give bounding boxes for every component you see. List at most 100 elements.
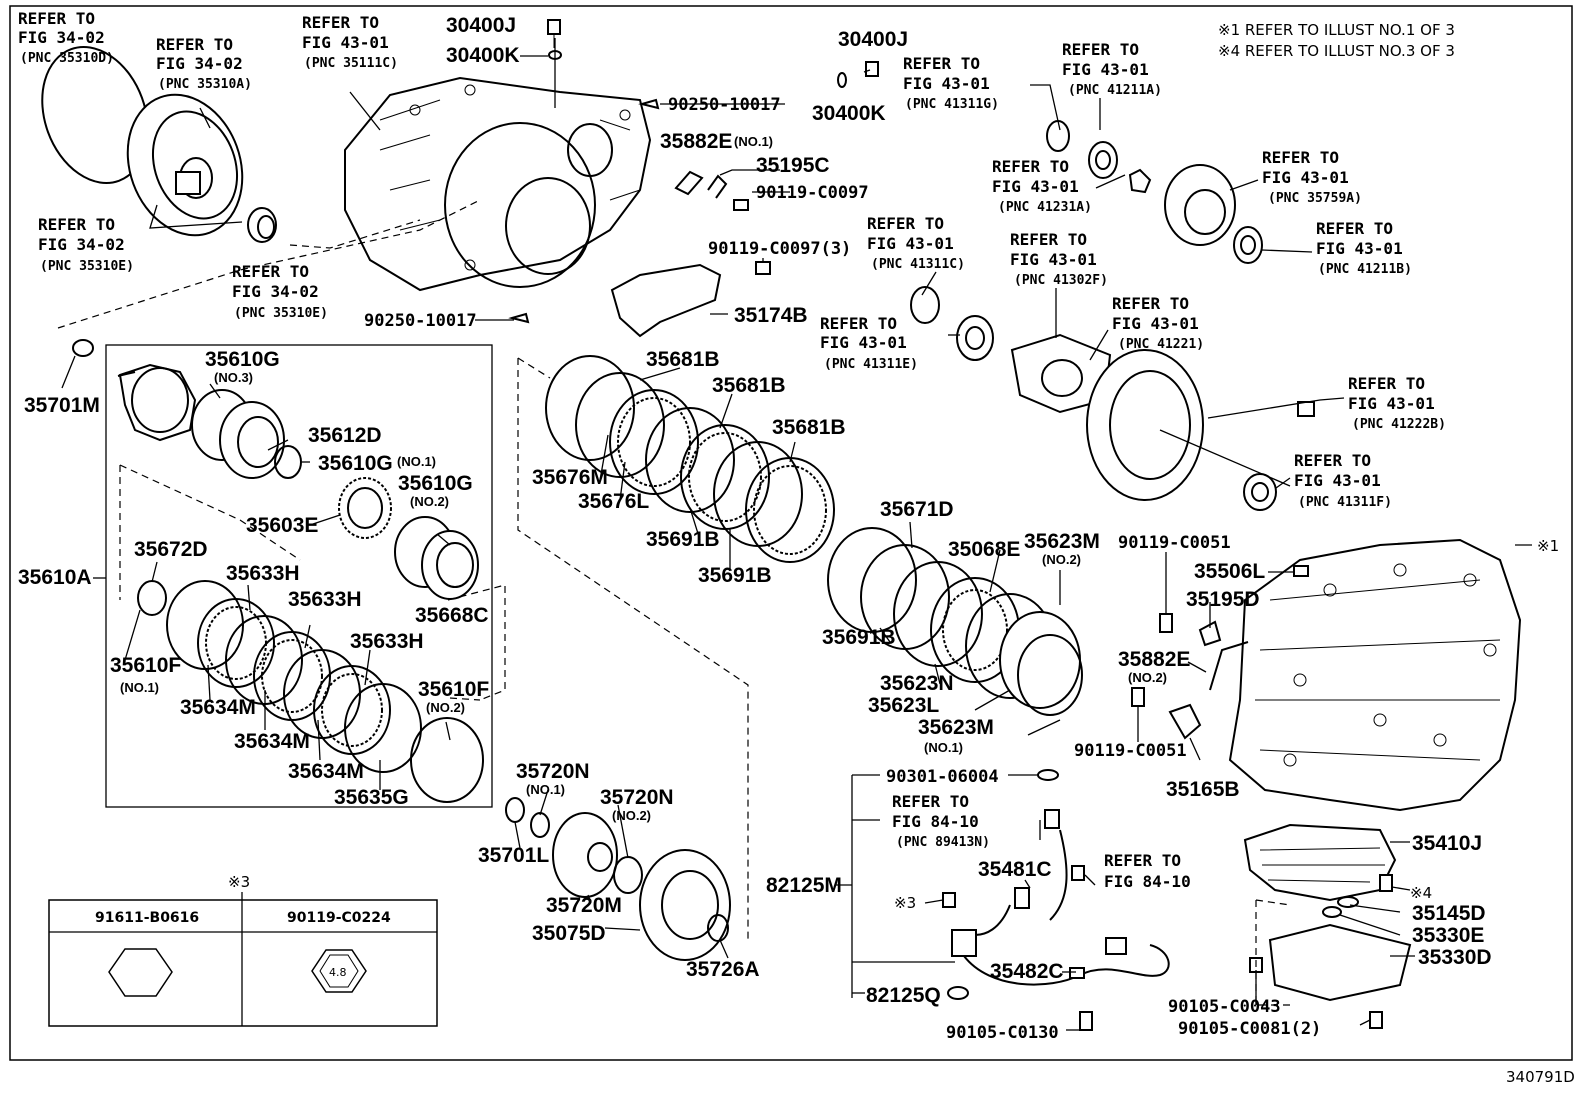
svg-text:FIG 43-01: FIG 43-01 [302, 33, 389, 52]
svg-text:REFER TO: REFER TO [156, 35, 233, 54]
label-35882E-1: 35882E [660, 130, 732, 153]
svg-text:REFER TO: REFER TO [302, 13, 379, 32]
svg-text:(PNC 41231A): (PNC 41231A) [998, 200, 1092, 215]
o-ring-large [41, 46, 149, 184]
svg-text:FIG 43-01: FIG 43-01 [1262, 168, 1349, 187]
part-labels-small: 90250-10017 90250-10017 90119-C0097 9011… [364, 95, 1321, 1043]
label-35720N-2s: (NO.2) [612, 808, 651, 823]
label-35610G-1s: (NO.1) [397, 454, 436, 469]
label-90301-06004: 90301-06004 [886, 767, 999, 787]
label-35882E-2s: (NO.2) [1128, 670, 1167, 685]
svg-text:(PNC 41211A): (PNC 41211A) [1068, 83, 1162, 98]
clutch-pack-left [137, 580, 484, 803]
label-30400J-b: 30400J [838, 28, 908, 51]
transaxle-assembly [1228, 538, 1522, 812]
label-35610G-2: 35610G [398, 472, 473, 495]
label-35726A: 35726A [686, 958, 760, 981]
svg-text:(PNC 35310D): (PNC 35310D) [20, 51, 114, 66]
wire-harness [942, 769, 1170, 1031]
label-35610G-1: 35610G [318, 452, 393, 475]
label-82125Q: 82125Q [866, 984, 941, 1007]
svg-text:REFER TO: REFER TO [1062, 40, 1139, 59]
label-35195D: 35195D [1186, 588, 1260, 611]
marker-x3: ※3 [894, 894, 916, 912]
label-35610G-2s: (NO.2) [410, 494, 449, 509]
svg-text:REFER TO: REFER TO [820, 314, 897, 333]
label-35720N-2: 35720N [600, 786, 674, 809]
thrust-washer [72, 339, 94, 357]
label-35720N-1s: (NO.1) [526, 782, 565, 797]
ref-35310A: REFER TO FIG 34-02 (PNC 35310A) [156, 35, 252, 92]
ref-35310E-a: REFER TO FIG 34-02 (PNC 35310E) [38, 215, 134, 274]
label-35623N: 35623N [880, 672, 954, 695]
leader-lines [61, 38, 1532, 1031]
svg-text:REFER TO: REFER TO [892, 792, 969, 811]
label-35676M: 35676M [532, 466, 608, 489]
svg-text:FIG 43-01: FIG 43-01 [1010, 250, 1097, 269]
label-30400K-a: 30400K [446, 44, 520, 67]
label-35610A: 35610A [18, 566, 92, 589]
label-35676L: 35676L [578, 490, 649, 513]
svg-text:FIG 34-02: FIG 34-02 [232, 282, 319, 301]
ref-41311E: REFER TO FIG 43-01 (PNC 41311E) [820, 314, 918, 372]
label-35882E-1s: (NO.1) [734, 134, 773, 149]
label-35882E-2: 35882E [1118, 648, 1190, 671]
svg-text:(PNC 89413N): (PNC 89413N) [896, 835, 990, 850]
svg-text:REFER TO: REFER TO [232, 262, 309, 281]
svg-text:FIG 34-02: FIG 34-02 [38, 235, 125, 254]
label-90119-C0051-b: 90119-C0051 [1074, 741, 1187, 761]
label-35691B-b: 35691B [698, 564, 772, 587]
svg-text:(PNC 35759A): (PNC 35759A) [1268, 191, 1362, 206]
svg-text:FIG 43-01: FIG 43-01 [1294, 471, 1381, 490]
label-35623L: 35623L [868, 694, 939, 717]
svg-text:REFER TO: REFER TO [38, 215, 115, 234]
oil-strainer [1268, 923, 1412, 1002]
label-35633H-c: 35633H [350, 630, 424, 653]
label-82125M: 82125M [766, 874, 842, 897]
note-illust-1: ※1 REFER TO ILLUST NO.1 OF 3 [1218, 21, 1455, 39]
svg-text:FIG 43-01: FIG 43-01 [1112, 314, 1199, 333]
label-30400K-b: 30400K [812, 102, 886, 125]
svg-text:REFER TO: REFER TO [18, 9, 95, 28]
ref-41311C: REFER TO FIG 43-01 (PNC 41311C) [867, 214, 965, 272]
label-35623M-1s: (NO.1) [924, 740, 963, 755]
label-35623M-2s: (NO.2) [1042, 552, 1081, 567]
label-35145D: 35145D [1412, 902, 1486, 925]
label-35701L: 35701L [478, 844, 549, 867]
svg-text:FIG 84-10: FIG 84-10 [1104, 872, 1191, 891]
label-35481C: 35481C [978, 858, 1052, 881]
label-35165B: 35165B [1166, 778, 1240, 801]
side-marker: ※1 [1537, 537, 1559, 555]
label-35330E: 35330E [1412, 924, 1484, 947]
label-35506L: 35506L [1194, 560, 1265, 583]
label-35668C: 35668C [415, 604, 489, 627]
thrust-bearing [338, 477, 392, 539]
ref-35111C: REFER TO FIG 43-01 (PNC 35111C) [302, 13, 398, 71]
table-marker: ※3 [228, 873, 250, 891]
svg-text:REFER TO: REFER TO [1112, 294, 1189, 313]
label-35068E: 35068E [948, 538, 1020, 561]
svg-text:FIG 43-01: FIG 43-01 [1316, 239, 1403, 258]
label-90105-C0081-2: 90105-C0081(2) [1178, 1019, 1321, 1039]
svg-text:FIG 34-02: FIG 34-02 [156, 54, 243, 73]
part-labels: 30400J 30400K 30400J 30400K 35882E (NO.1… [18, 14, 1492, 1007]
transaxle-case [344, 76, 652, 292]
svg-text:(PNC 41311G): (PNC 41311G) [905, 97, 999, 112]
hex-bolt-icon [108, 948, 173, 997]
label-90119-C0051-a: 90119-C0051 [1118, 533, 1231, 553]
label-90250-10017-b: 90250-10017 [364, 311, 477, 331]
label-35612D: 35612D [308, 424, 382, 447]
ref-41211B: REFER TO FIG 43-01 (PNC 41211B) [1316, 219, 1412, 277]
clutch-pack-center [545, 355, 835, 563]
planetary-gear [505, 797, 731, 961]
svg-text:(PNC 35310E): (PNC 35310E) [234, 306, 328, 321]
svg-text:FIG 43-01: FIG 43-01 [992, 177, 1079, 196]
svg-text:REFER TO: REFER TO [1010, 230, 1087, 249]
label-35691B-c: 35691B [822, 626, 896, 649]
label-35610F-1: 35610F [110, 654, 181, 677]
label-35174B: 35174B [734, 304, 808, 327]
svg-text:(PNC 35111C): (PNC 35111C) [304, 56, 398, 71]
ref-41302F: REFER TO FIG 43-01 (PNC 41302F) [1010, 230, 1108, 288]
svg-text:FIG 84-10: FIG 84-10 [892, 812, 979, 831]
svg-text:(PNC 41311C): (PNC 41311C) [871, 257, 965, 272]
